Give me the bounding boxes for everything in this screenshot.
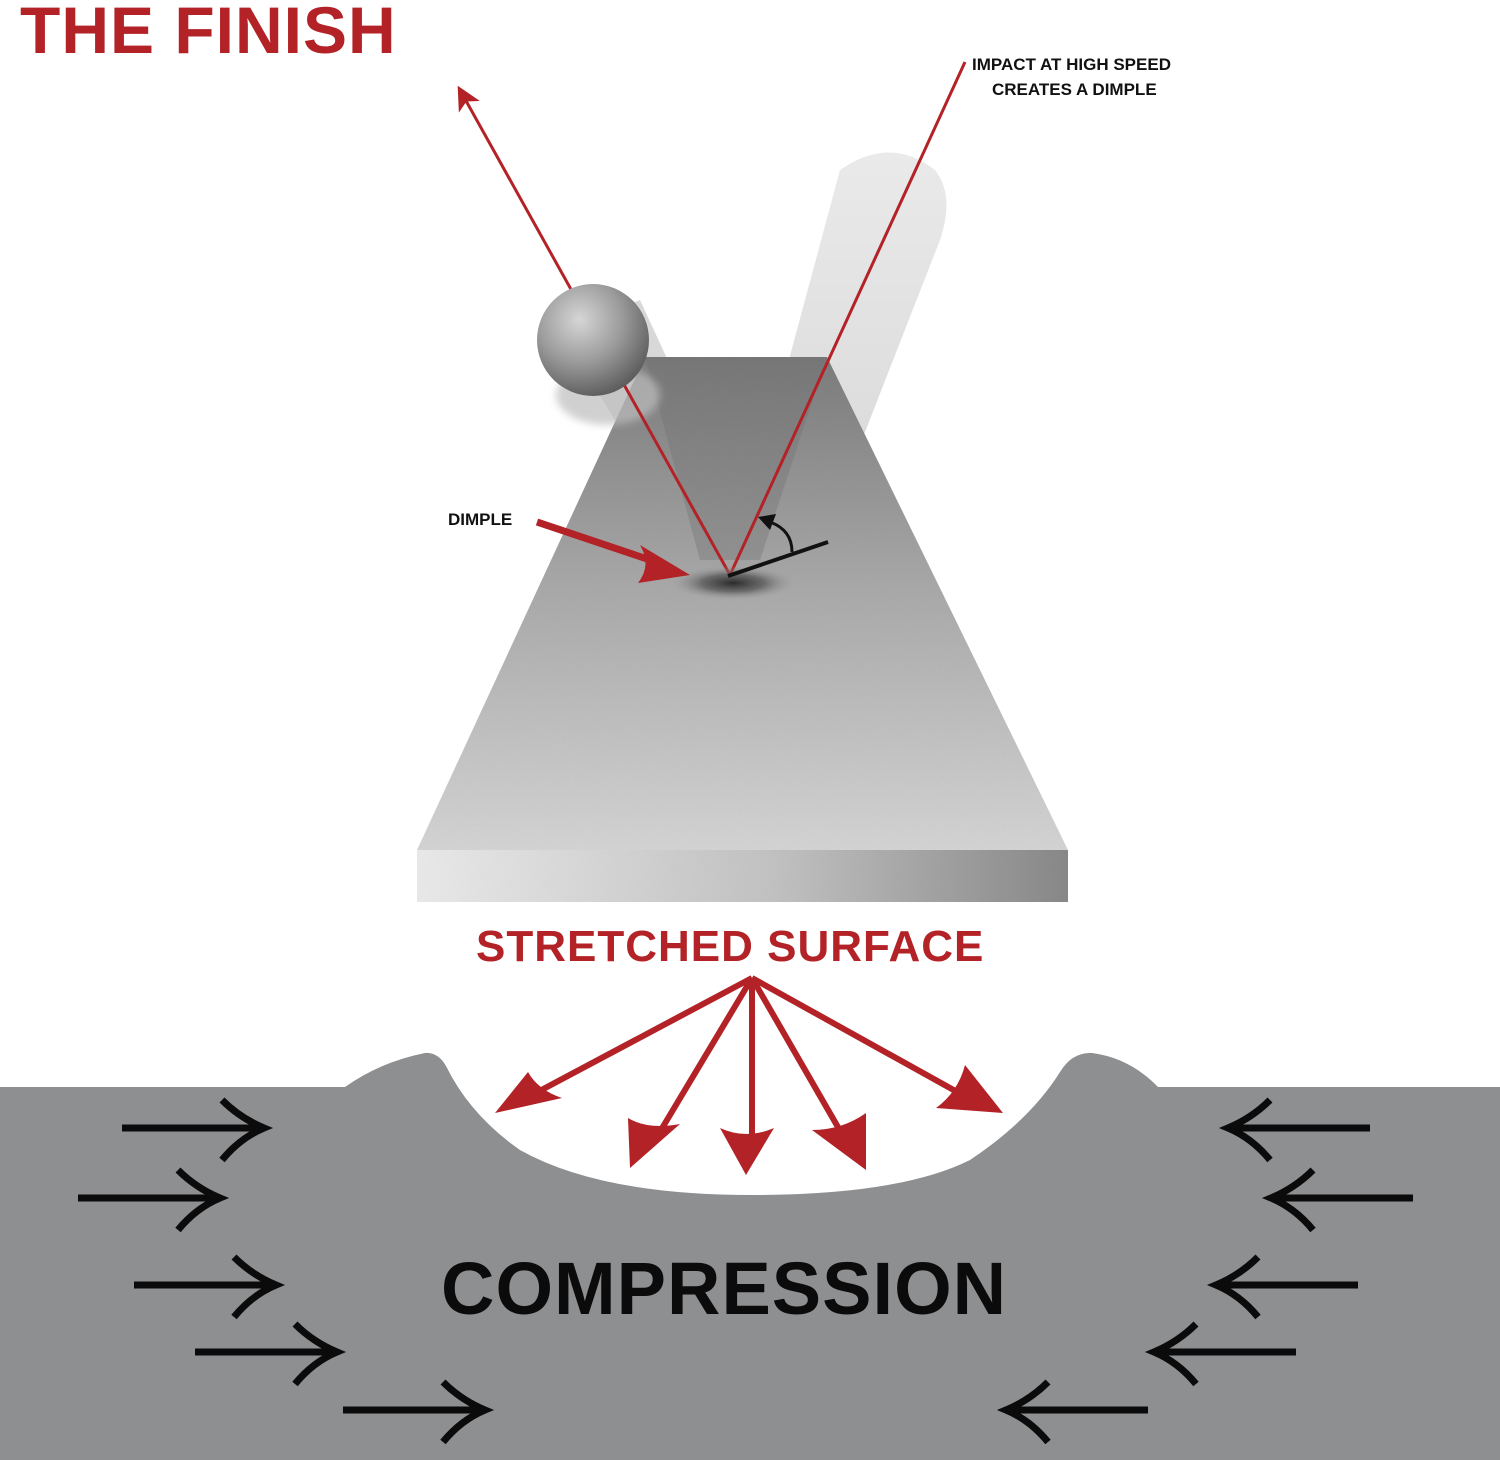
dimple-pointer-head bbox=[638, 545, 690, 583]
angle-arrowhead bbox=[758, 514, 776, 530]
steel-shot-ball-icon bbox=[537, 284, 649, 396]
direction-arrow-icon bbox=[1218, 1097, 1370, 1163]
direction-arrow-icon bbox=[78, 1167, 230, 1233]
direction-arrow-icon bbox=[122, 1097, 274, 1163]
page-title: THE FINISH bbox=[20, 0, 397, 67]
direction-arrow-icon bbox=[1206, 1254, 1358, 1320]
stretched-surface-label: STRETCHED SURFACE bbox=[476, 922, 984, 971]
metal-plate-top bbox=[417, 357, 1068, 850]
stretched-surface-arrows bbox=[495, 975, 1003, 1175]
left-compression-arrows bbox=[78, 1097, 495, 1445]
dimple-label: DIMPLE bbox=[448, 510, 512, 529]
angle-base-line bbox=[727, 540, 829, 578]
direction-arrow-icon bbox=[195, 1321, 347, 1387]
direction-arrow-icon bbox=[1144, 1321, 1296, 1387]
impact-label-line2: CREATES A DIMPLE bbox=[992, 80, 1157, 99]
direction-arrow-icon bbox=[343, 1379, 495, 1445]
compression-cross-section bbox=[0, 1052, 1500, 1460]
dimple-mark bbox=[671, 566, 795, 600]
impact-label-line1: IMPACT AT HIGH SPEED bbox=[972, 55, 1171, 74]
plate-shadow bbox=[645, 357, 827, 560]
right-compression-arrows bbox=[996, 1097, 1413, 1445]
impact-trajectory-line bbox=[728, 61, 967, 576]
compression-label: COMPRESSION bbox=[441, 1247, 1007, 1330]
direction-arrow-icon bbox=[996, 1379, 1148, 1445]
metal-plate-side bbox=[417, 850, 1068, 902]
direction-arrow-icon bbox=[134, 1254, 286, 1320]
angle-arc-icon bbox=[769, 520, 794, 553]
direction-arrow-icon bbox=[1261, 1167, 1413, 1233]
